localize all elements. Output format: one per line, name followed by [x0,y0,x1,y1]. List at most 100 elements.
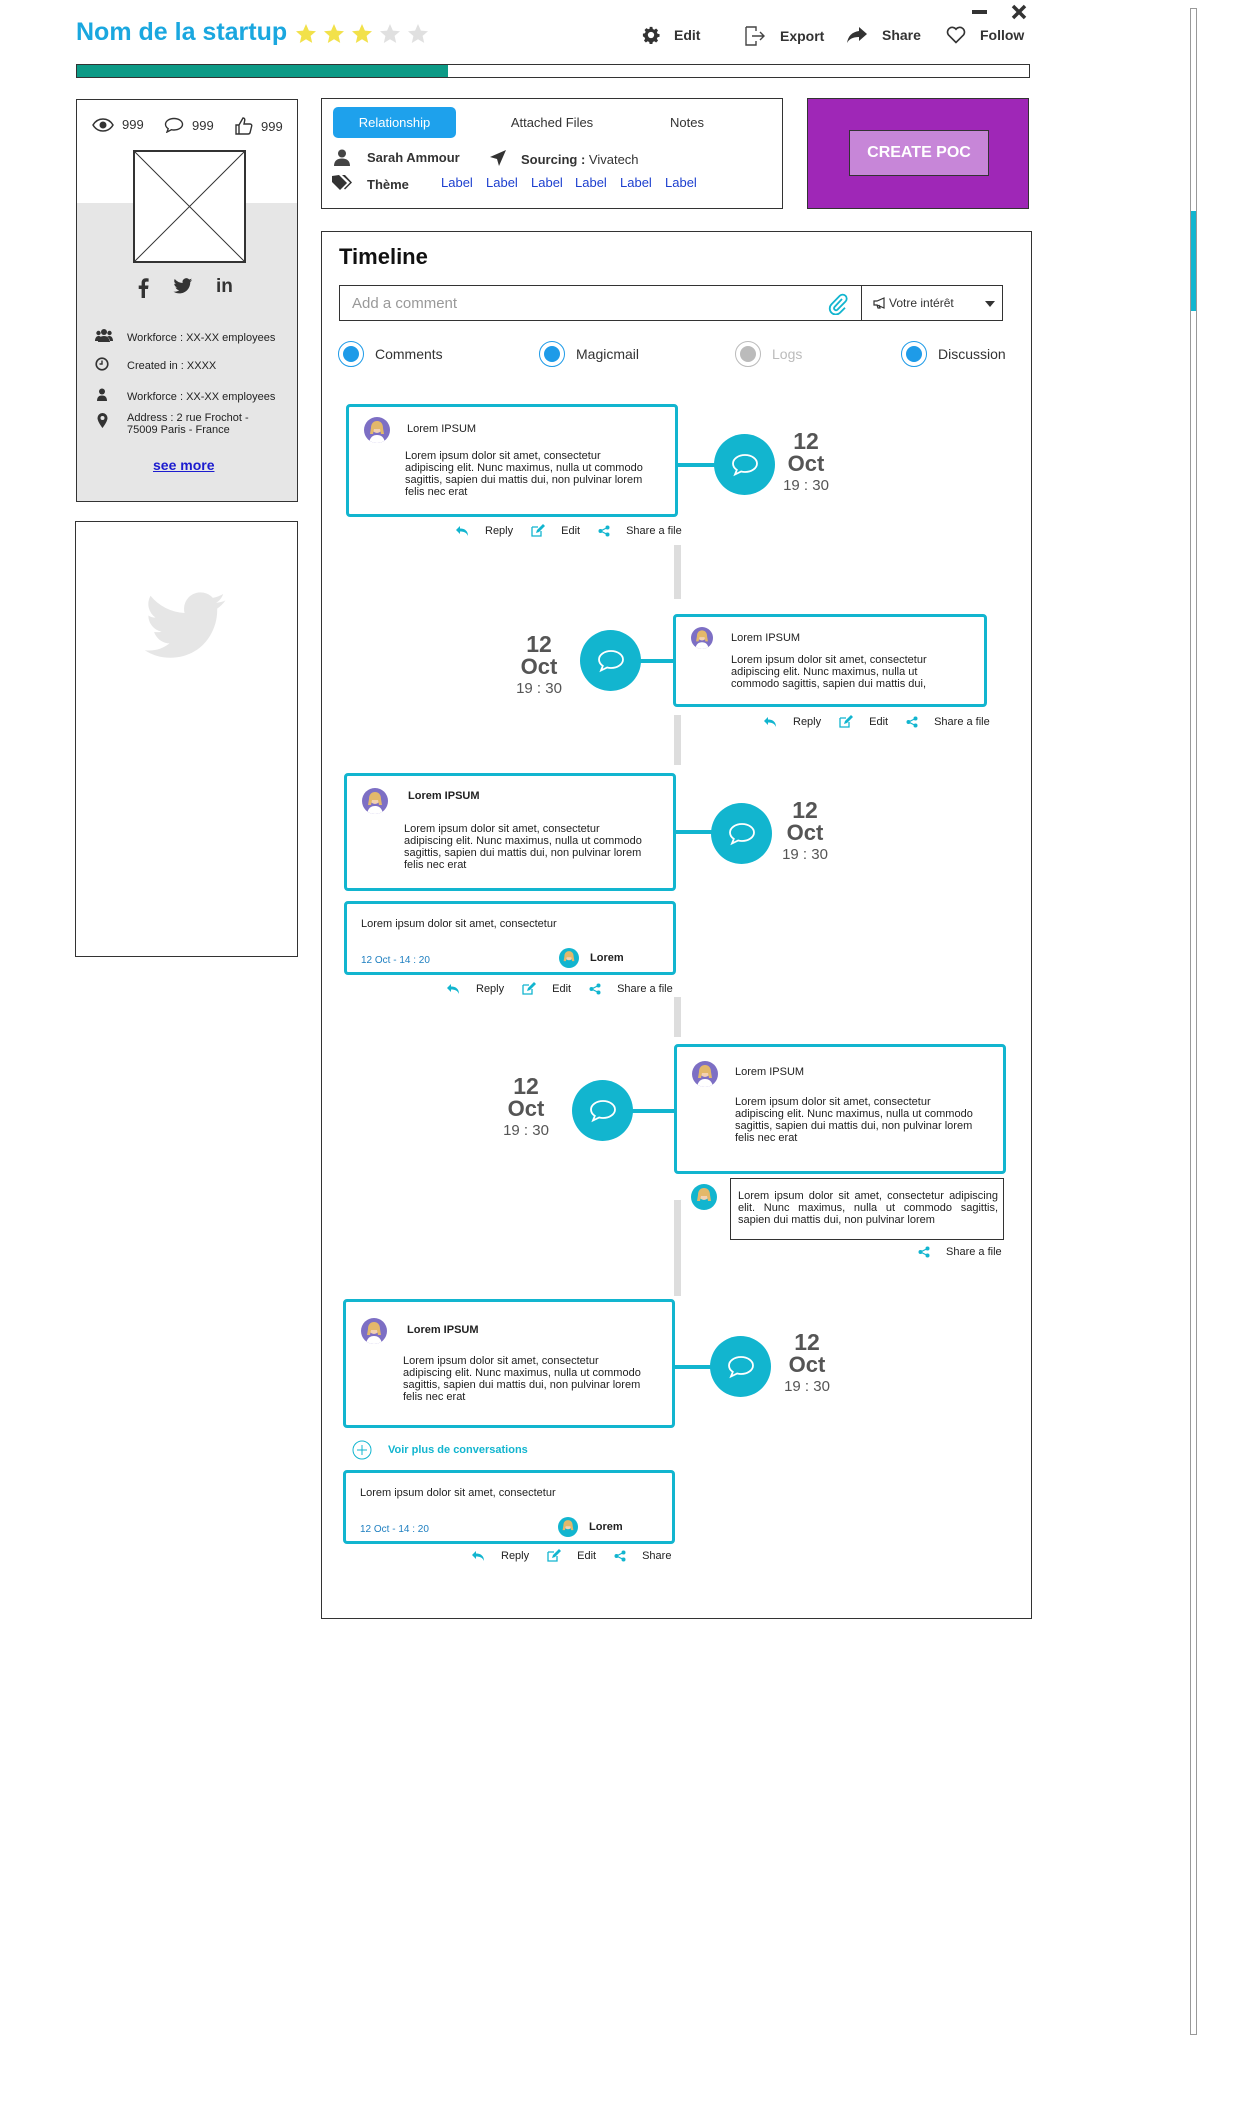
theme-label-tag[interactable]: Label [531,175,563,190]
star-filled-icon[interactable] [350,22,374,46]
edit-button[interactable]: Edit [642,26,700,44]
edit-comment-button[interactable]: Edit [522,982,571,995]
comments-stat: 999 [164,117,214,133]
gear-icon [642,26,660,44]
location-pin-icon [97,413,108,428]
reply-card[interactable]: Lorem ipsum dolor sit amet, consectetur … [344,901,676,975]
date-time: 19 : 30 [782,846,828,863]
share-button-small[interactable]: Share [614,1550,671,1562]
person-icon [334,149,350,166]
paperclip-icon[interactable] [828,293,848,315]
avatar [558,1517,578,1537]
heart-icon [946,26,966,44]
star-empty-icon[interactable] [378,22,402,46]
reply-author: Lorem [589,1521,623,1533]
reply-button[interactable]: Reply [455,525,513,537]
timeline-comment-card[interactable]: Lorem IPSUM Lorem ipsum dolor sit amet, … [343,1299,675,1428]
more-conversations-label: Voir plus de conversations [388,1444,528,1456]
star-empty-icon[interactable] [406,22,430,46]
export-button[interactable]: Export [744,26,824,46]
linkedin-icon[interactable]: in [216,276,233,297]
tab-attached-files[interactable]: Attached Files [510,115,594,130]
share-file-button[interactable]: Share a file [906,716,990,728]
reply-text: Lorem ipsum dolor sit amet, consectetur [361,918,557,930]
timeline-comment-card[interactable]: Lorem IPSUM Lorem ipsum dolor sit amet, … [344,773,676,891]
avatar [691,1184,717,1210]
reply-icon [764,716,776,727]
edit-comment-button[interactable]: Edit [547,1549,596,1562]
comment-input[interactable]: Add a comment [352,295,458,312]
share-button[interactable]: Share [846,26,921,44]
share-file-button[interactable]: Share a file [918,1246,1002,1258]
filter-comments[interactable]: Comments [338,341,443,367]
timeline-spine [674,715,681,765]
comment-body: Lorem ipsum dolor sit amet, consectetur … [735,1096,973,1144]
comment-bubble-icon [580,630,641,691]
timeline-comment-card[interactable]: Lorem IPSUM Lorem ipsum dolor sit amet, … [673,614,987,707]
reply-button[interactable]: Reply [471,1550,529,1562]
facebook-icon[interactable] [137,278,149,298]
more-conversations-link[interactable]: Voir plus de conversations [352,1440,528,1460]
filter-discussion[interactable]: Discussion [901,341,1006,367]
star-filled-icon[interactable] [294,22,318,46]
interest-select[interactable]: Votre intérêt [889,296,954,310]
date-time: 19 : 30 [516,680,562,697]
comment-actions: Reply Edit Share a file [446,982,691,995]
comment-bubble-icon [711,803,772,864]
caret-down-icon[interactable] [985,301,995,307]
create-poc-button[interactable]: CREATE POC [849,130,989,176]
avatar [362,788,388,814]
follow-button[interactable]: Follow [946,26,1024,44]
reply-card[interactable]: Lorem ipsum dolor sit amet, consectetur … [343,1470,675,1544]
share-file-button[interactable]: Share a file [589,983,673,995]
comment-author: Lorem IPSUM [407,1324,479,1336]
see-more-link[interactable]: see more [153,457,215,473]
scrollbar[interactable] [1190,8,1197,2035]
date-month: Oct [507,1096,545,1121]
reply-date: 12 Oct - 14 : 20 [361,955,430,966]
timeline-comment-card[interactable]: Lorem IPSUM Lorem ipsum dolor sit amet, … [346,404,678,517]
reply-button[interactable]: Reply [763,716,821,728]
comments-count: 999 [192,117,214,133]
theme-label-tag[interactable]: Label [575,175,607,190]
edit-comment-button[interactable]: Edit [839,715,888,728]
date-day: 12 [513,1073,539,1099]
filter-discussion-label: Discussion [938,346,1006,362]
inline-reply-card[interactable]: Lorem ipsum dolor sit amet, consectetur … [730,1178,1004,1240]
filter-logs[interactable]: Logs [735,341,802,367]
timeline-comment-card[interactable]: Lorem IPSUM Lorem ipsum dolor sit amet, … [674,1044,1006,1174]
twitter-icon[interactable] [173,278,193,295]
tab-notes[interactable]: Notes [670,115,704,130]
scrollbar-thumb[interactable] [1191,211,1196,311]
reply-label: Reply [476,982,505,995]
filter-magicmail[interactable]: Magicmail [539,341,639,367]
theme-label-tag[interactable]: Label [441,175,473,190]
twitter-feed-card [75,521,298,957]
avatar [692,1061,718,1087]
star-filled-icon[interactable] [322,22,346,46]
tab-relationship[interactable]: Relationship [333,107,456,138]
timeline-spine [674,545,681,599]
share-file-button[interactable]: Share a file [598,525,682,537]
theme-label: Thème [367,177,409,192]
date-day: 12 [526,631,552,657]
address-line-1: Address : 2 rue Frochot - [127,412,249,424]
theme-label-tag[interactable]: Label [620,175,652,190]
theme-label-tag[interactable]: Label [665,175,697,190]
page-title: Nom de la startup [76,18,288,46]
reply-date: 12 Oct - 14 : 20 [360,1524,429,1535]
minimize-icon[interactable] [972,10,987,14]
edit-comment-button[interactable]: Edit [531,524,580,537]
theme-label-tag[interactable]: Label [486,175,518,190]
reply-label: Reply [793,715,822,728]
reply-label: Reply [501,1549,530,1562]
reply-button[interactable]: Reply [446,983,504,995]
avatar [691,627,713,649]
workforce-info-2: Workforce : XX-XX employees [127,391,276,403]
date-time: 19 : 30 [784,1378,830,1395]
close-icon[interactable] [1011,4,1027,20]
timeline-title: Timeline [339,244,428,269]
